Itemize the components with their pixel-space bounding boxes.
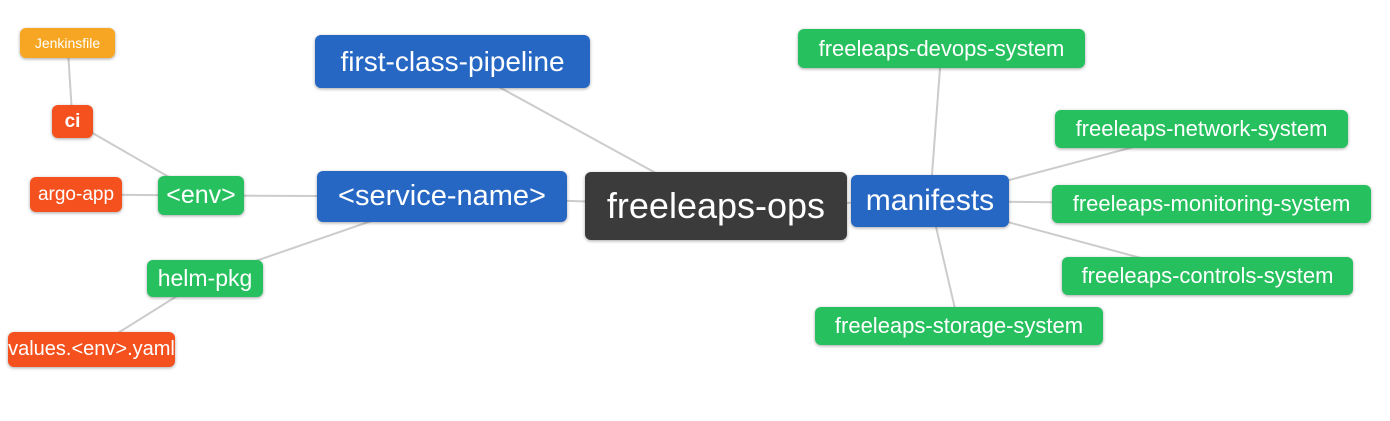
node-network-system[interactable]: freeleaps-network-system [1055,110,1348,148]
node-label: manifests [865,184,995,217]
node-label: values.<env>.yaml [8,338,175,360]
node-manifests[interactable]: manifests [851,175,1009,227]
node-ci[interactable]: ci [52,105,93,138]
node-label: ci [64,110,81,132]
node-label: freeleaps-storage-system [834,313,1084,338]
node-freeleaps-ops[interactable]: freeleaps-ops [585,172,847,240]
node-label: <env> [166,181,236,209]
node-label: helm-pkg [157,265,253,291]
node-jenkinsfile[interactable]: Jenkinsfile [20,28,115,58]
node-label: freeleaps-network-system [1075,116,1328,141]
node-monitoring-system[interactable]: freeleaps-monitoring-system [1052,185,1371,223]
node-controls-system[interactable]: freeleaps-controls-system [1062,257,1353,295]
node-label: freeleaps-monitoring-system [1072,191,1351,216]
node-values-env-yaml[interactable]: values.<env>.yaml [8,332,175,367]
node-label: first-class-pipeline [340,45,565,77]
node-service-name[interactable]: <service-name> [317,171,567,222]
node-label: freeleaps-devops-system [818,35,1065,61]
node-storage-system[interactable]: freeleaps-storage-system [815,307,1103,345]
node-devops-system[interactable]: freeleaps-devops-system [798,29,1085,68]
node-first-class-pipeline[interactable]: first-class-pipeline [315,35,590,88]
node-helm-pkg[interactable]: helm-pkg [147,260,263,297]
node-argo-app[interactable]: argo-app [30,177,122,212]
node-label: freeleaps-ops [606,185,826,226]
node-label: argo-app [37,183,115,205]
node-env[interactable]: <env> [158,176,244,215]
node-label: freeleaps-controls-system [1081,263,1334,288]
node-label: Jenkinsfile [34,35,101,51]
node-label: <service-name> [338,180,546,212]
